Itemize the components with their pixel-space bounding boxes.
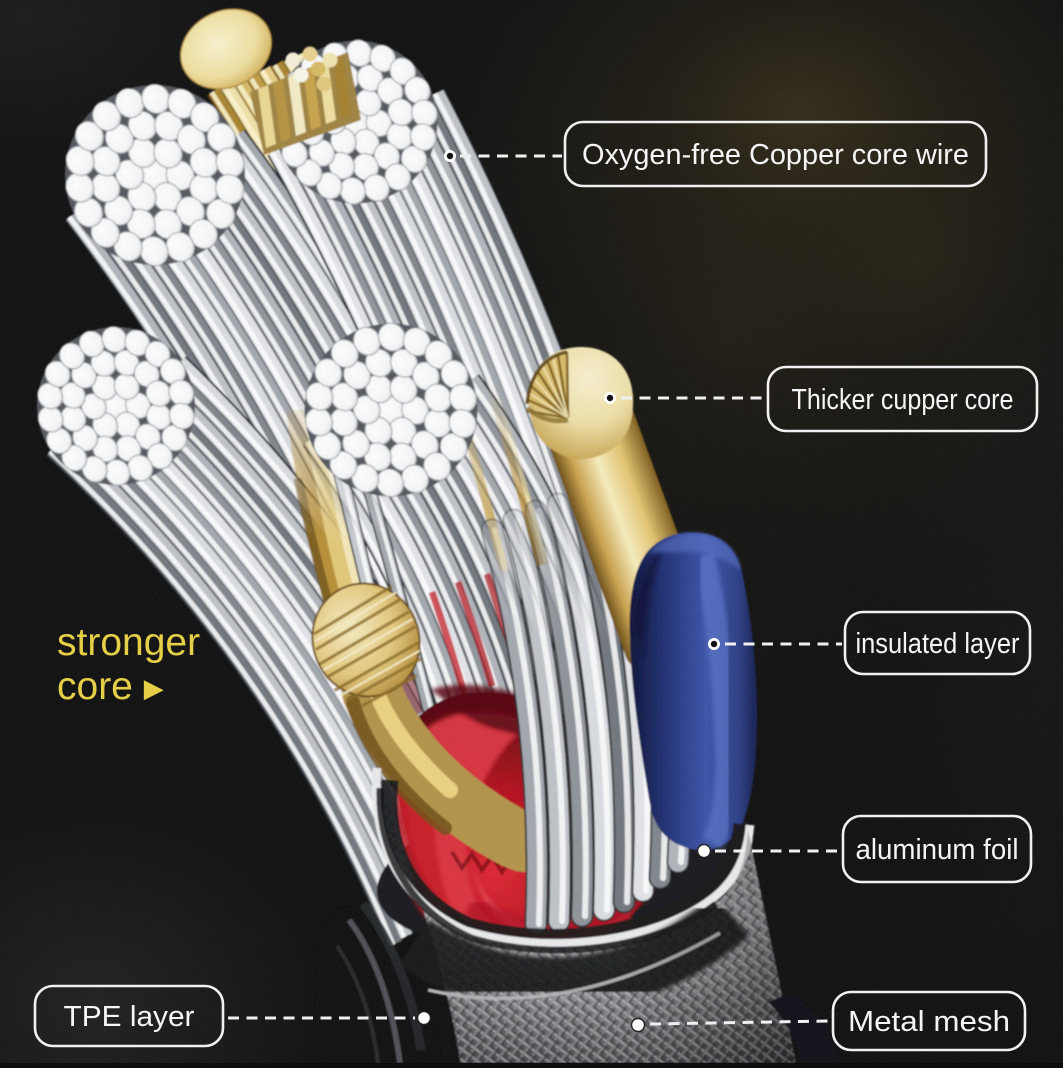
svg-text:core ▶: core ▶ — [57, 665, 164, 708]
svg-text:Metal mesh: Metal mesh — [848, 1006, 1010, 1038]
svg-text:insulated layer: insulated layer — [856, 628, 1020, 660]
svg-text:Oxygen-free Copper core wire: Oxygen-free Copper core wire — [582, 139, 969, 171]
svg-text:stronger: stronger — [57, 621, 200, 664]
svg-text:Thicker cupper core: Thicker cupper core — [792, 384, 1014, 416]
svg-text:TPE layer: TPE layer — [64, 1001, 195, 1033]
svg-text:aluminum foil: aluminum foil — [856, 834, 1019, 866]
